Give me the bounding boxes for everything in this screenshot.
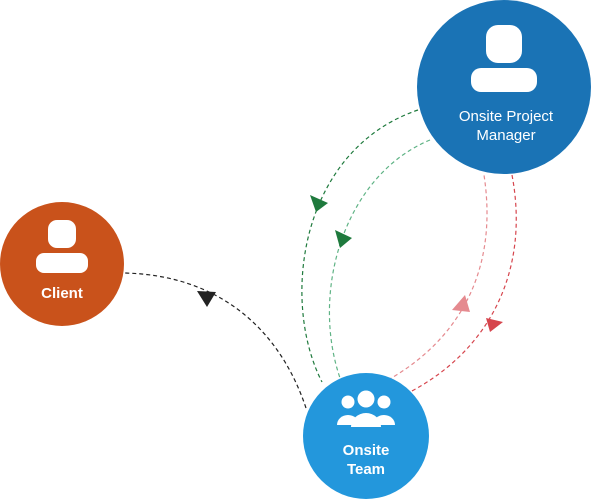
person-icon — [471, 25, 537, 92]
edge-manager-to-team-dark-green — [301, 109, 419, 383]
group-icon — [337, 390, 395, 427]
team-label-line-2: Team — [347, 461, 385, 478]
edge-manager-to-team-red — [409, 174, 517, 393]
edge-team-to-client-black — [123, 272, 307, 409]
edges — [123, 109, 517, 409]
manager-label-line-1: Onsite Project — [459, 108, 554, 125]
node-onsite-team: Onsite Team — [303, 373, 429, 499]
person-icon — [36, 220, 88, 273]
arrowhead-pink — [452, 295, 470, 312]
team-label-line-1: Onsite — [343, 442, 390, 459]
arrowhead-black — [197, 291, 216, 307]
edge-team-to-manager-pink — [387, 174, 488, 381]
edge-manager-to-team-light-green — [328, 139, 431, 379]
team-circle — [303, 373, 429, 499]
manager-label-line-2: Manager — [476, 127, 535, 144]
node-client: Client — [0, 202, 124, 326]
arrowhead-dark-green — [310, 195, 328, 212]
client-label: Client — [41, 285, 83, 302]
arrowhead-red — [486, 318, 503, 332]
arrowhead-light-green — [335, 230, 352, 248]
node-onsite-project-manager: Onsite Project Manager — [417, 0, 591, 174]
